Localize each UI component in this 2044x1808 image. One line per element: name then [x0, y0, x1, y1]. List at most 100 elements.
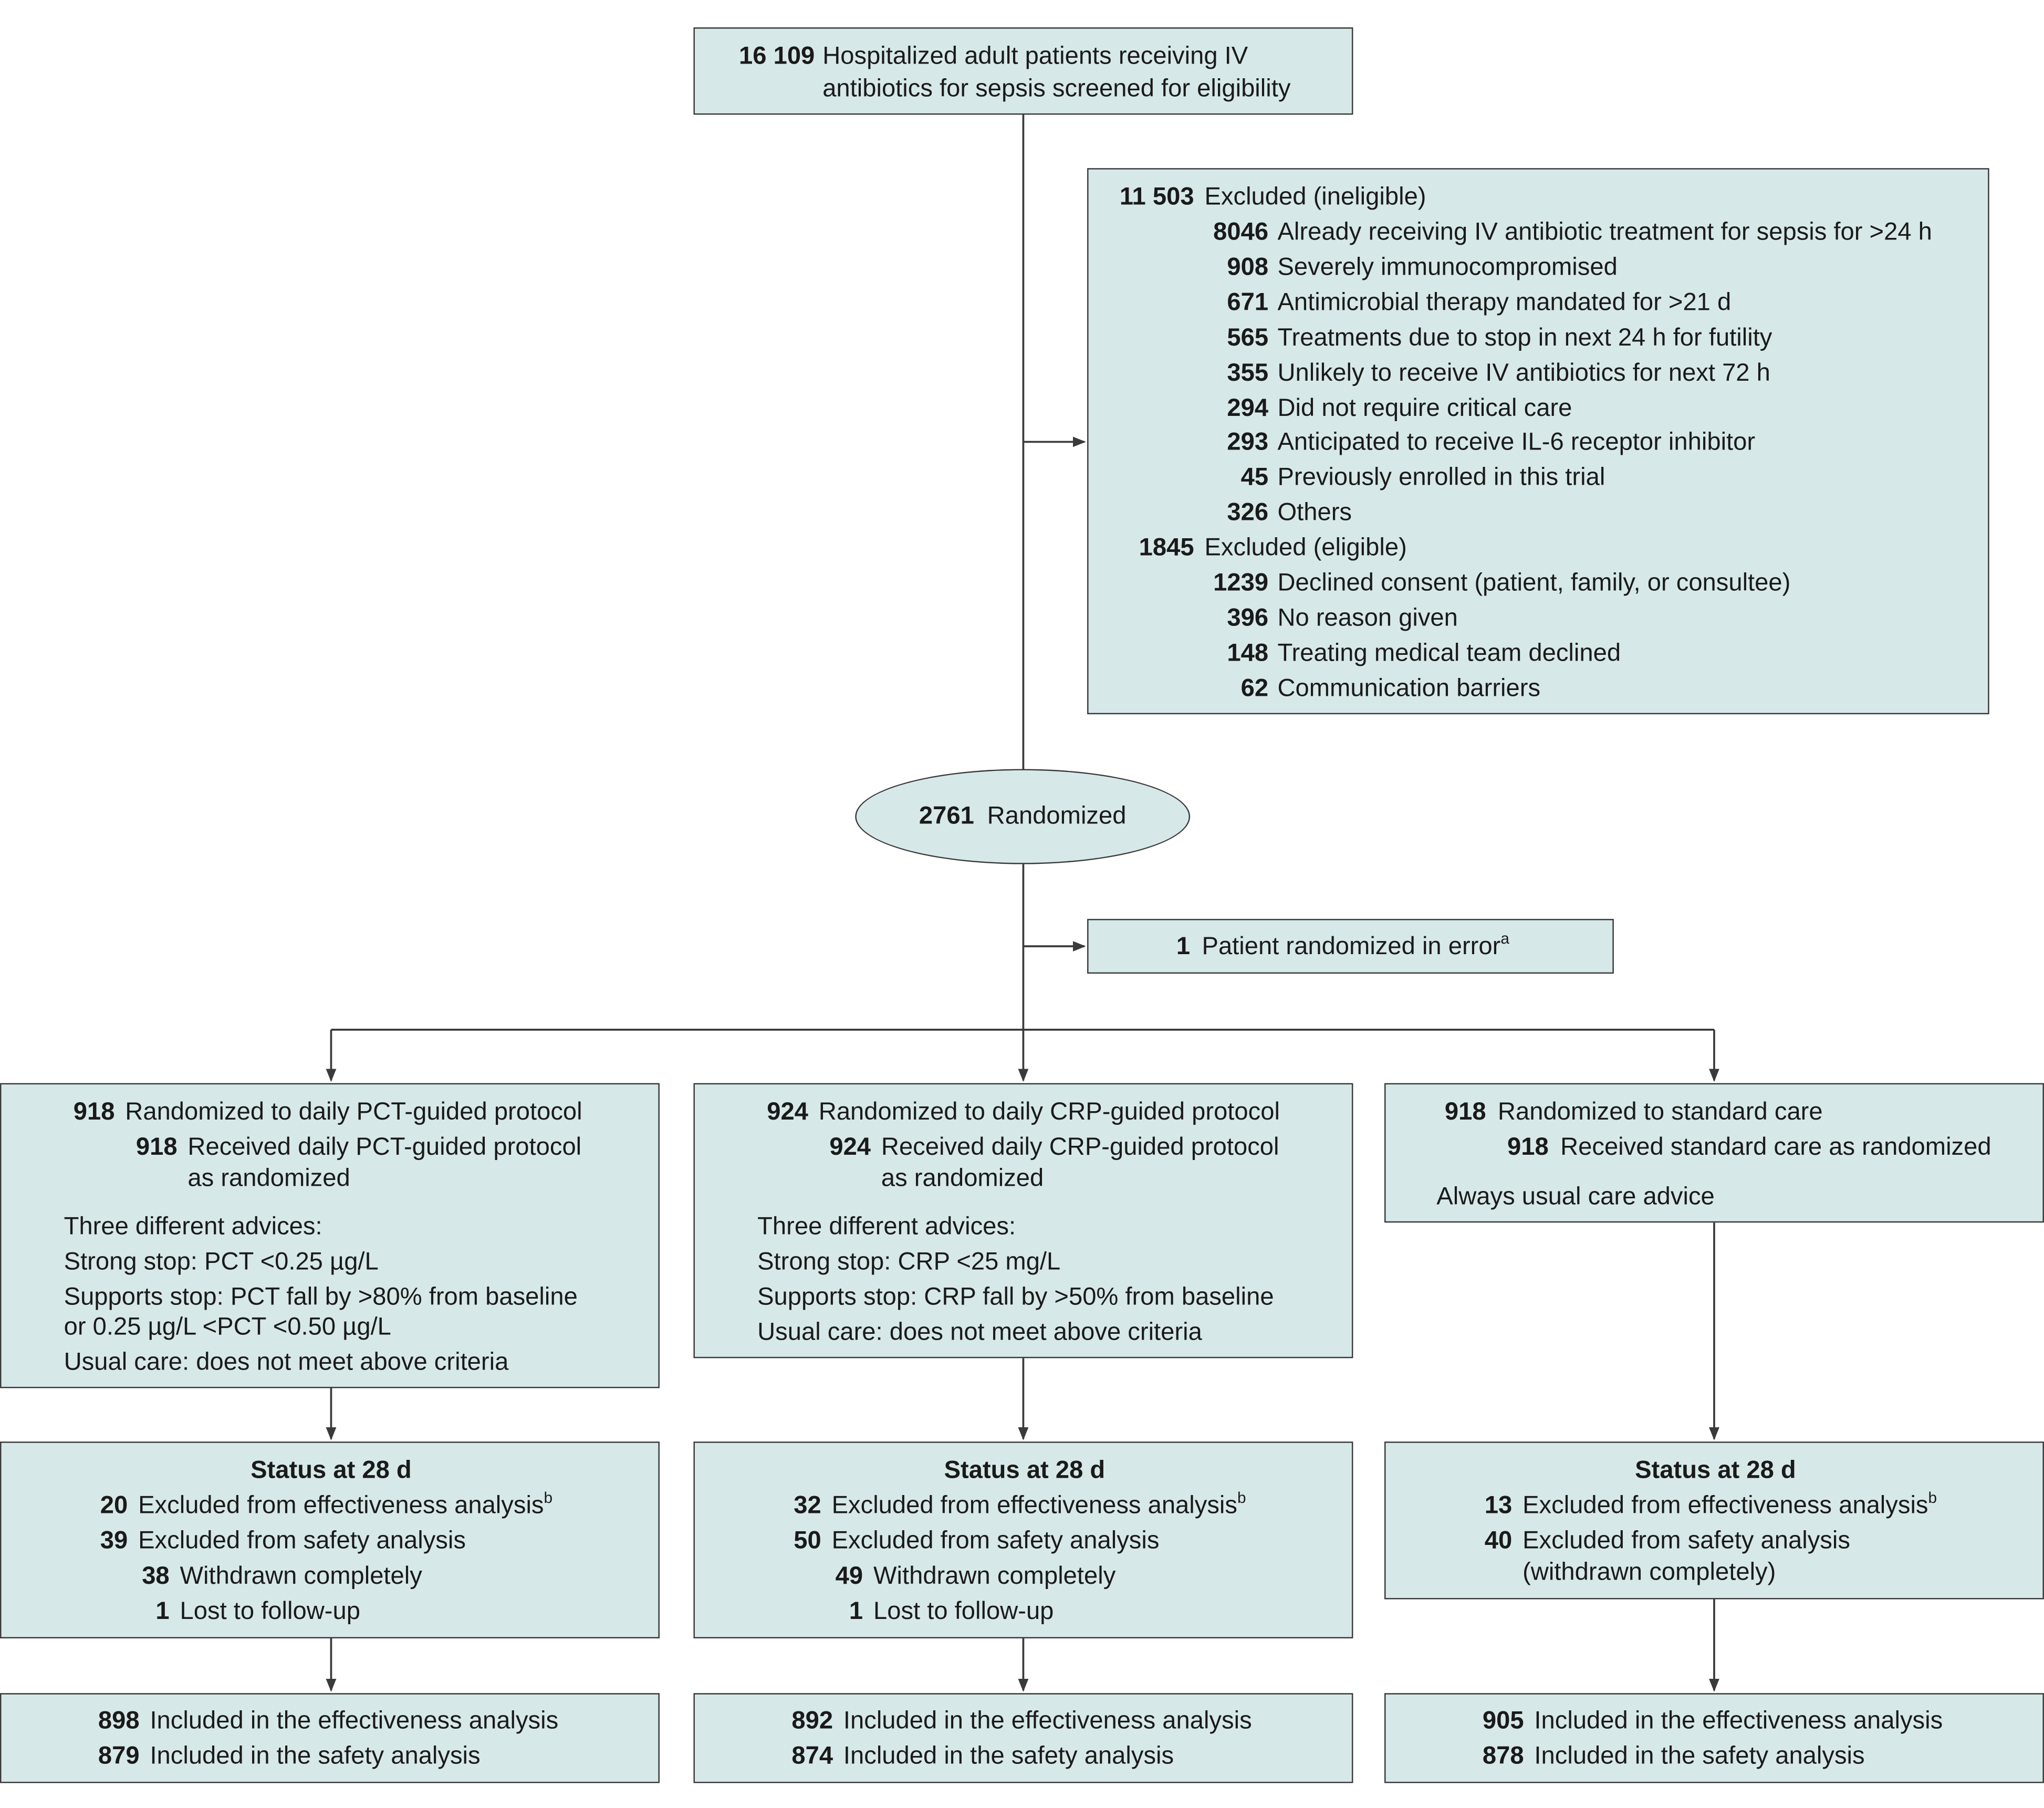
screening-box: 16 109 Hospitalized adult patients recei…: [693, 27, 1353, 115]
status-standard-box: Status at 28 d 13 Excluded from effectiv…: [1384, 1441, 2044, 1600]
exclusions-box: 11 503 Excluded (ineligible) 8046 Already…: [1087, 168, 1989, 715]
ineligible-reason-label: Others: [1277, 499, 1352, 527]
arm-pct-box: 918 Randomized to daily PCT-guided proto…: [0, 1083, 660, 1388]
status-standard-eff-label: Excluded from effectiveness analysisb: [1522, 1489, 1937, 1524]
status-crp-safety-label: Excluded from safety analysis: [831, 1528, 1160, 1555]
final-crp-eff-count: 892: [791, 1707, 833, 1735]
excluded-ineligible-label: Excluded (ineligible): [1204, 183, 1426, 212]
final-standard-eff-count: 905: [1482, 1707, 1524, 1735]
eligible-reason-count: 148: [1227, 640, 1269, 667]
arm-crp-advice-usual-care: Usual care: does not meet above criteria: [757, 1319, 1202, 1347]
status-crp-title: Status at 28 d: [944, 1457, 1106, 1485]
final-pct-safety-count: 879: [98, 1742, 140, 1770]
ineligible-reason-count: 355: [1227, 359, 1269, 387]
status-standard-safety-label-line-2: (withdrawn completely): [1522, 1559, 1776, 1586]
excluded-ineligible-count: 11 503: [1119, 183, 1194, 212]
footnote-b: b: [544, 1488, 553, 1507]
status-crp-lost-label: Lost to follow-up: [873, 1598, 1054, 1626]
error-count: 1: [1176, 933, 1191, 961]
ineligible-reason-label: Did not require critical care: [1277, 394, 1572, 422]
status-pct-eff-count: 20: [100, 1492, 128, 1520]
ineligible-reason-label: Unlikely to receive IV antibiotics for n…: [1277, 359, 1770, 387]
arm-pct-count: 918: [73, 1099, 115, 1126]
arm-crp-advice-heading: Three different advices:: [757, 1213, 1016, 1241]
ineligible-reason-count: 908: [1227, 254, 1269, 281]
status-pct-eff-text: Excluded from effectiveness analysis: [138, 1492, 544, 1520]
status-crp-eff-count: 32: [794, 1492, 821, 1520]
status-standard-title: Status at 28 d: [1635, 1457, 1796, 1485]
ineligible-reason-label: Antimicrobial therapy mandated for >21 d: [1277, 289, 1732, 317]
arm-pct-title: Randomized to daily PCT-guided protocol: [125, 1099, 582, 1126]
arm-crp-advice-strong-stop: Strong stop: CRP <25 mg/L: [757, 1248, 1061, 1276]
screening-text-line-2: antibiotics for sepsis screened for elig…: [822, 75, 1291, 103]
status-standard-eff-text: Excluded from effectiveness analysis: [1522, 1492, 1928, 1520]
status-pct-safety-label: Excluded from safety analysis: [138, 1528, 466, 1555]
final-standard-box: 905 Included in the effectiveness analys…: [1384, 1693, 2044, 1783]
arm-standard-received-line-1: Received standard care as randomized: [1560, 1134, 1991, 1162]
arm-pct-received-count: 918: [135, 1134, 178, 1162]
final-crp-safety-count: 874: [791, 1742, 833, 1770]
excluded-eligible-label: Excluded (eligible): [1204, 534, 1407, 562]
arm-pct-advice-strong-stop: Strong stop: PCT <0.25 µg/L: [64, 1248, 379, 1276]
ineligible-reason-count: 326: [1227, 499, 1269, 527]
final-pct-eff-label: Included in the effectiveness analysis: [150, 1707, 559, 1735]
screening-text-line-1: Hospitalized adult patients receiving IV: [822, 43, 1248, 71]
randomized-in-error-box: 1 Patient randomized in errora: [1087, 918, 1614, 974]
status-pct-title: Status at 28 d: [251, 1457, 412, 1485]
status-standard-safety-count: 40: [1484, 1528, 1513, 1555]
final-pct-safety-label: Included in the safety analysis: [150, 1742, 481, 1770]
ineligible-reason-label: Anticipated to receive IL-6 receptor inh…: [1277, 429, 1756, 457]
eligible-reason-count: 1239: [1213, 569, 1269, 597]
randomized-ellipse: 2761 Randomized: [855, 769, 1191, 864]
ineligible-reason-label: Severely immunocompromised: [1277, 254, 1618, 281]
status-pct-withdrawn-count: 38: [142, 1563, 170, 1591]
ineligible-reason-label: Treatments due to stop in next 24 h for …: [1277, 324, 1772, 352]
ineligible-reason-count: 45: [1240, 464, 1269, 492]
status-pct-lost-count: 1: [155, 1598, 170, 1626]
randomized-count: 2761: [919, 802, 974, 830]
excluded-eligible-count: 1845: [1139, 534, 1194, 562]
final-crp-box: 892 Included in the effectiveness analys…: [693, 1693, 1353, 1783]
randomized-label: Randomized: [987, 802, 1127, 830]
status-crp-eff-label: Excluded from effectiveness analysisb: [832, 1489, 1246, 1524]
final-standard-safety-label: Included in the safety analysis: [1534, 1742, 1865, 1770]
arm-pct-advice-heading: Three different advices:: [64, 1213, 322, 1241]
arm-pct-received-line-2: as randomized: [187, 1165, 350, 1193]
status-crp-lost-count: 1: [849, 1598, 863, 1626]
final-standard-safety-count: 878: [1482, 1742, 1524, 1770]
eligible-reason-label: Communication barriers: [1277, 674, 1541, 703]
status-crp-withdrawn-count: 49: [835, 1563, 863, 1591]
arm-standard-advice: Always usual care advice: [1436, 1183, 1715, 1211]
status-crp-withdrawn-label: Withdrawn completely: [873, 1563, 1116, 1591]
arm-crp-count: 924: [767, 1099, 808, 1126]
footnote-a: a: [1500, 929, 1509, 948]
arm-standard-title: Randomized to standard care: [1497, 1099, 1823, 1126]
arm-standard-box: 918 Randomized to standard care 918 Rece…: [1384, 1083, 2044, 1223]
arm-crp-box: 924 Randomized to daily CRP-guided proto…: [693, 1083, 1353, 1358]
arm-crp-received-line-2: as randomized: [881, 1165, 1044, 1193]
ineligible-reason-count: 671: [1227, 289, 1269, 317]
final-pct-box: 898 Included in the effectiveness analys…: [0, 1693, 660, 1783]
final-crp-safety-label: Included in the safety analysis: [843, 1742, 1174, 1770]
arm-pct-advice-supports-stop-cont: or 0.25 µg/L <PCT <0.50 µg/L: [64, 1313, 391, 1342]
final-standard-eff-label: Included in the effectiveness analysis: [1534, 1707, 1943, 1735]
error-text: Patient randomized in error: [1202, 933, 1501, 961]
ineligible-reason-count: 294: [1227, 394, 1269, 422]
ineligible-reason-label: Previously enrolled in this trial: [1277, 464, 1605, 492]
arm-crp-title: Randomized to daily CRP-guided protocol: [818, 1099, 1280, 1126]
status-pct-safety-count: 39: [100, 1528, 128, 1555]
eligible-reason-label: Declined consent (patient, family, or co…: [1277, 569, 1791, 597]
status-pct-box: Status at 28 d 20 Excluded from effectiv…: [0, 1441, 660, 1638]
ineligible-reason-count: 565: [1227, 324, 1269, 352]
arm-pct-advice-usual-care: Usual care: does not meet above criteria: [64, 1349, 509, 1377]
ineligible-reason-count: 8046: [1213, 218, 1269, 247]
screening-count: 16 109: [739, 43, 815, 71]
eligible-reason-count: 396: [1227, 604, 1269, 632]
status-pct-lost-label: Lost to follow-up: [180, 1598, 360, 1626]
ineligible-reason-label: Already receiving IV antibiotic treatmen…: [1277, 218, 1932, 247]
final-crp-eff-label: Included in the effectiveness analysis: [843, 1707, 1252, 1735]
eligible-reason-label: No reason given: [1277, 604, 1458, 632]
status-crp-eff-text: Excluded from effectiveness analysis: [831, 1492, 1238, 1520]
